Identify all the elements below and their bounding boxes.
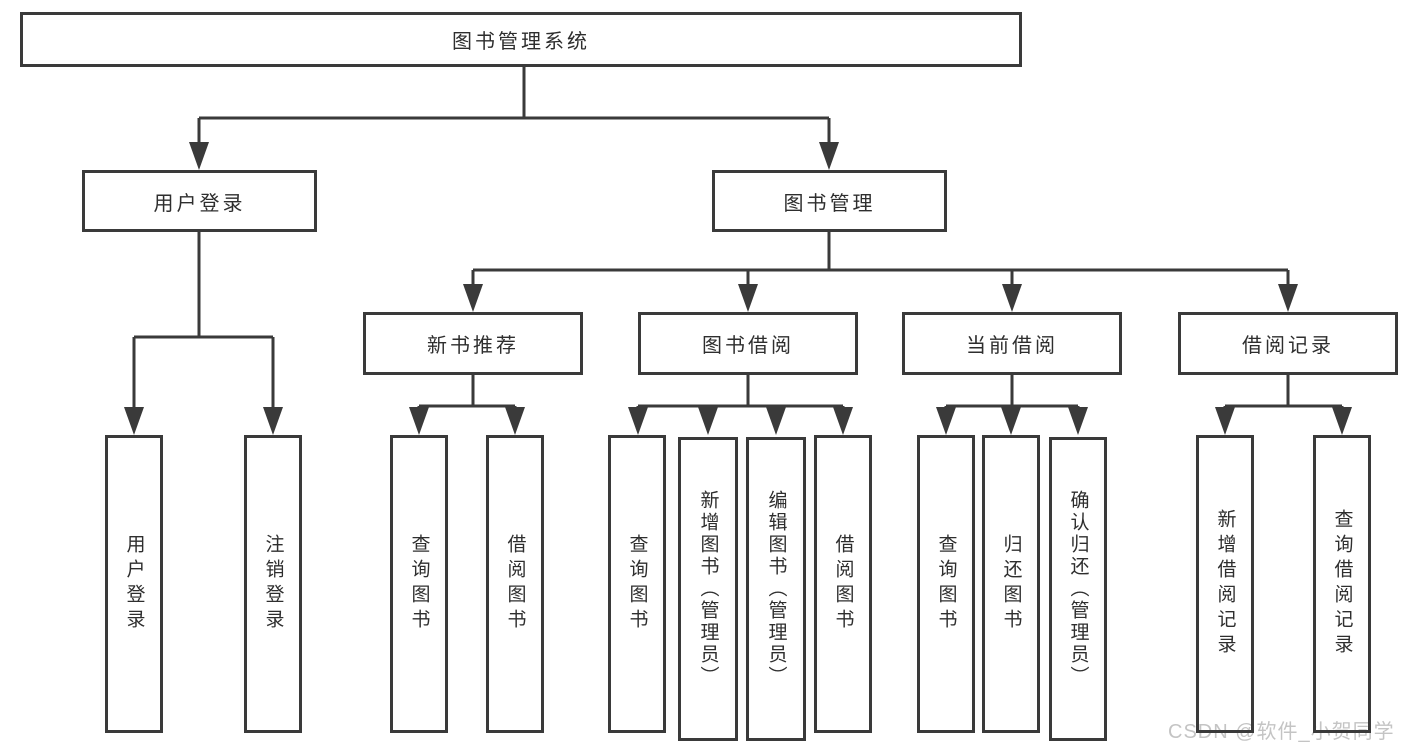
leaf-query-book-c: 查询图书 xyxy=(917,435,975,733)
leaf-add-borrow-record: 新增借阅记录 xyxy=(1196,435,1254,733)
leaf-user-login: 用户登录 xyxy=(105,435,163,733)
leaf-confirm-return-admin: 确认归还（管理员） xyxy=(1049,437,1107,741)
node-book-mgmt: 图书管理 xyxy=(712,170,947,232)
leaf-edit-book-admin: 编辑图书（管理员） xyxy=(746,437,806,741)
leaf-query-borrow-record: 查询借阅记录 xyxy=(1313,435,1371,733)
node-root: 图书管理系统 xyxy=(20,12,1022,67)
leaf-query-book-b: 查询图书 xyxy=(608,435,666,733)
leaf-query-book-a: 查询图书 xyxy=(390,435,448,733)
arrowhead-icons xyxy=(124,142,1352,435)
leaf-borrow-book-a: 借阅图书 xyxy=(486,435,544,733)
leaf-logout: 注销登录 xyxy=(244,435,302,733)
node-borrow-record: 借阅记录 xyxy=(1178,312,1398,375)
leaf-add-book-admin: 新增图书（管理员） xyxy=(678,437,738,741)
node-new-book-rec: 新书推荐 xyxy=(363,312,583,375)
csdn-watermark: CSDN @软件_小贺同学 xyxy=(1168,721,1395,743)
leaf-borrow-book-b: 借阅图书 xyxy=(814,435,872,733)
node-book-borrow: 图书借阅 xyxy=(638,312,858,375)
leaf-return-book: 归还图书 xyxy=(982,435,1040,733)
node-user-login: 用户登录 xyxy=(82,170,317,232)
node-current-borrow: 当前借阅 xyxy=(902,312,1122,375)
